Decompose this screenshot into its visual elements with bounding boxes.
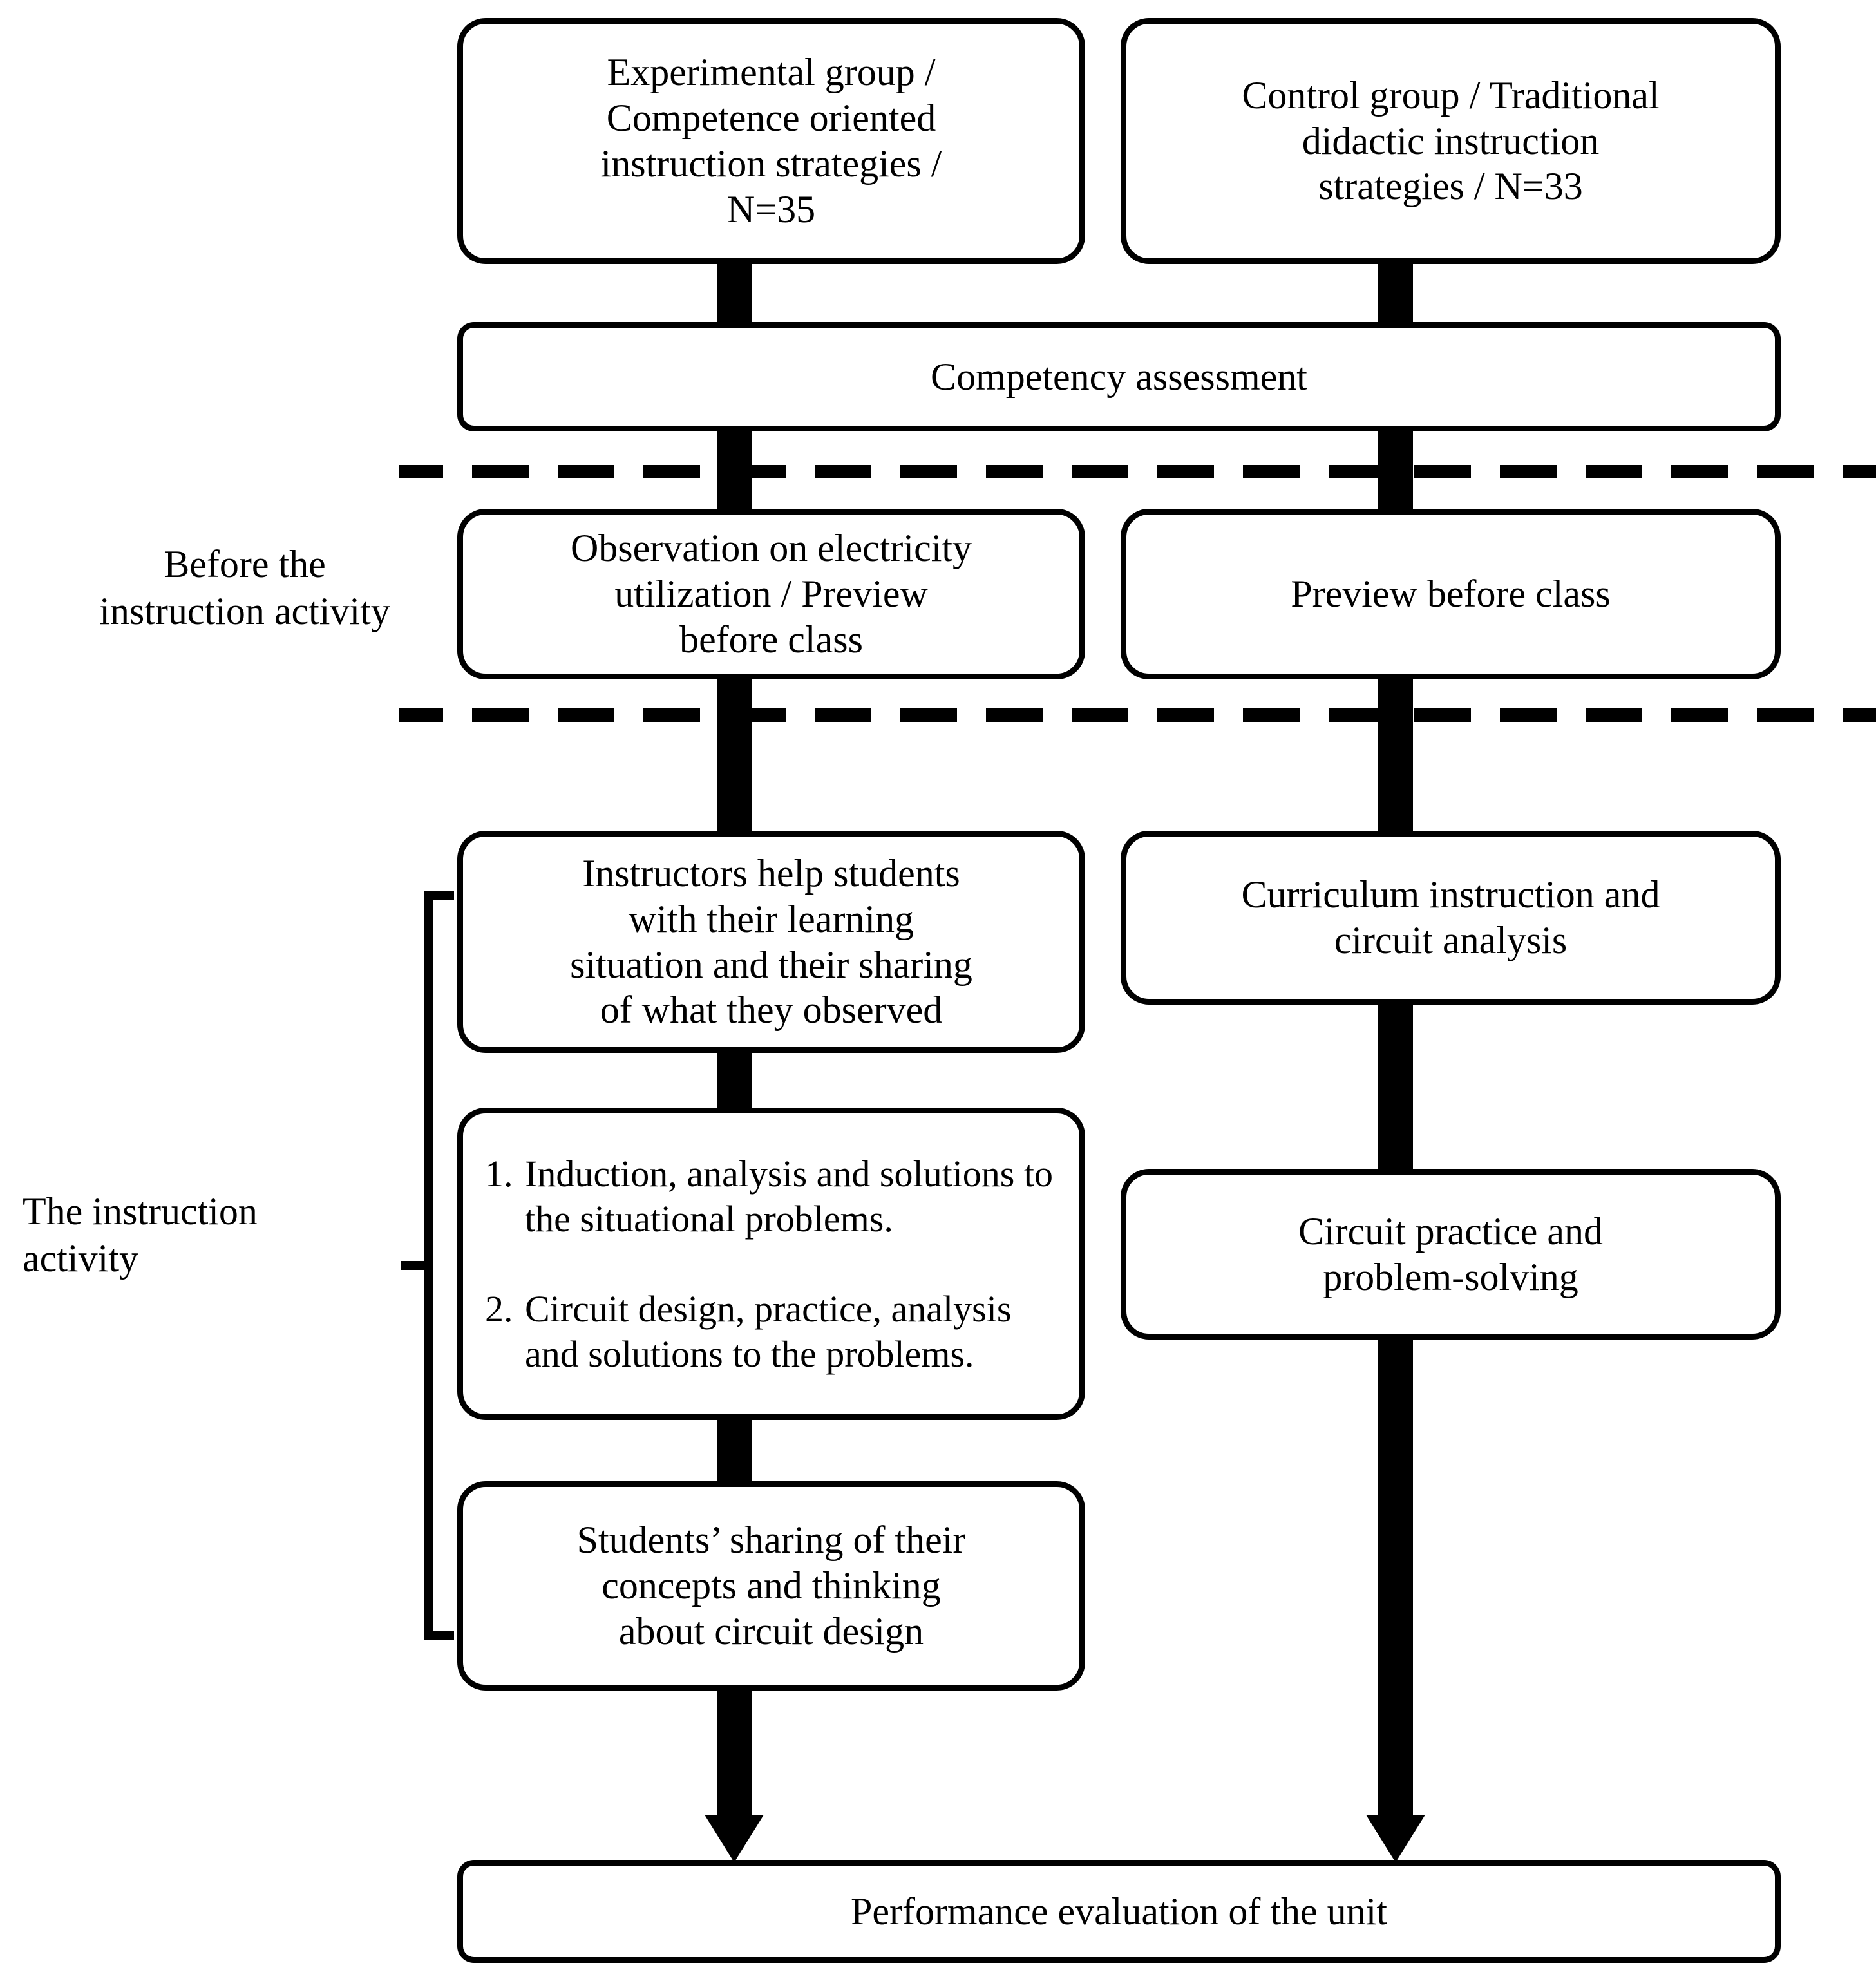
box-competency-assessment[interactable]: Competency assessment — [457, 322, 1781, 431]
box-curriculum-instruction[interactable]: Curriculum instruction and circuit analy… — [1121, 831, 1781, 1005]
label-the-instruction-activity: The instruction activity — [23, 1190, 258, 1280]
connector-experimental-to-assessment — [717, 258, 752, 328]
box-performance-evaluation[interactable]: Performance evaluation of the unit — [457, 1860, 1781, 1963]
instruction-activity-bracket — [401, 891, 454, 1640]
list-item-number: 2. — [485, 1287, 513, 1330]
box-observation-preview-label: Observation on electricity utilization /… — [570, 527, 972, 661]
box-instructors-help[interactable]: Instructors help students with their lea… — [457, 831, 1085, 1053]
box-induction-circuit-design[interactable]: 1. Induction, analysis and solutions to … — [457, 1108, 1085, 1420]
box-experimental-group[interactable]: Experimental group / Competence oriented… — [457, 18, 1085, 264]
connector-observation-to-instructors — [717, 670, 752, 837]
connector-list-to-students — [717, 1417, 752, 1488]
connector-control-to-assessment — [1378, 258, 1413, 328]
connector-curriculum-to-practice — [1378, 1005, 1413, 1175]
box-preview-before-class-label: Preview before class — [1291, 573, 1611, 616]
box-circuit-practice[interactable]: Circuit practice and problem-solving — [1121, 1169, 1781, 1340]
box-induction-circuit-design-content: 1. Induction, analysis and solutions to … — [463, 1106, 1079, 1422]
list-item: 2. Circuit design, practice, analysis an… — [485, 1287, 1057, 1376]
list-item-text: Induction, analysis and solutions to the… — [525, 1152, 1053, 1240]
box-performance-evaluation-label: Performance evaluation of the unit — [850, 1889, 1388, 1933]
connector-practice-to-evaluation — [1378, 1333, 1413, 1816]
connector-students-to-evaluation — [717, 1687, 752, 1816]
box-curriculum-instruction-label: Curriculum instruction and circuit analy… — [1241, 873, 1660, 961]
box-circuit-practice-label: Circuit practice and problem-solving — [1298, 1209, 1604, 1298]
list-item-text: Circuit design, practice, analysis and s… — [525, 1287, 1012, 1375]
connector-instructors-to-list — [717, 1050, 752, 1114]
connector-preview-to-curriculum — [1378, 670, 1413, 837]
phase-divider-bottom — [399, 708, 1876, 722]
box-experimental-group-label: Experimental group / Competence oriented… — [600, 51, 942, 231]
arrowhead-experimental — [705, 1815, 764, 1862]
box-control-group-label: Control group / Traditional didactic ins… — [1242, 73, 1660, 208]
box-control-group[interactable]: Control group / Traditional didactic ins… — [1121, 18, 1781, 264]
list-item: 1. Induction, analysis and solutions to … — [485, 1151, 1057, 1241]
box-instructors-help-label: Instructors help students with their lea… — [570, 851, 972, 1032]
box-preview-before-class[interactable]: Preview before class — [1121, 509, 1781, 679]
arrowhead-control — [1366, 1815, 1425, 1862]
list-item-number: 1. — [485, 1152, 513, 1195]
box-observation-preview[interactable]: Observation on electricity utilization /… — [457, 509, 1085, 679]
label-before-instruction-activity: Before the instruction activity — [99, 543, 390, 633]
box-students-sharing[interactable]: Students’ sharing of their concepts and … — [457, 1481, 1085, 1691]
box-competency-assessment-label: Competency assessment — [931, 355, 1307, 398]
phase-divider-top — [399, 465, 1876, 478]
box-students-sharing-label: Students’ sharing of their concepts and … — [576, 1519, 966, 1653]
